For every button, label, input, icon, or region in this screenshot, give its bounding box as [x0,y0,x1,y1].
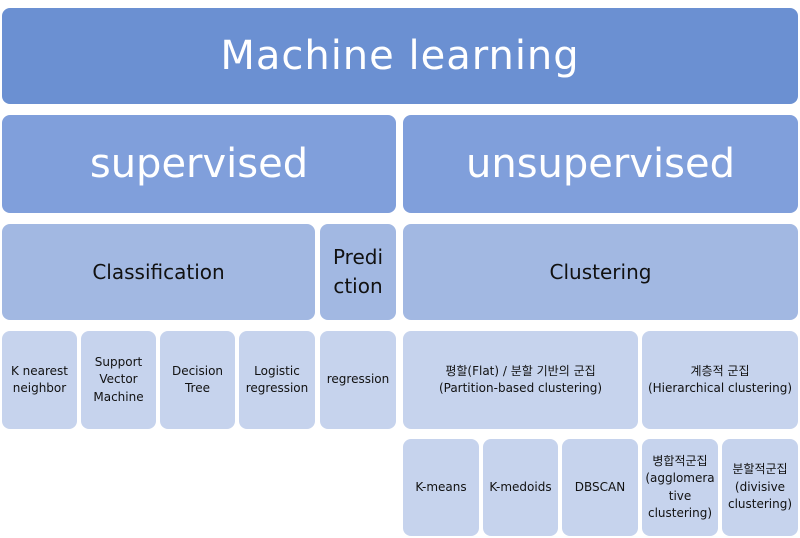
regression-node: regression [320,331,396,429]
clustering-node: Clustering [403,224,798,320]
decision-tree-node: Decision Tree [160,331,235,429]
kmeans-node: K-means [403,439,479,536]
flat-clustering-label: 평할(Flat) / 분할 기반의 군집 (Partition-based cl… [438,363,603,395]
agglomerative-clustering-node: 병합적군집 (agglomera tive clustering) [642,439,718,536]
knn-node: K nearest neighbor [2,331,77,429]
divisive-clustering-label: 분할적군집 (divisive clustering) [727,462,793,512]
regression-label: regression [326,372,390,387]
unsupervised-node: unsupervised [403,115,798,213]
kmeans-label: K-means [415,479,467,494]
hierarchical-clustering-label: 계층적 군집 (Hierarchical clustering) [647,363,793,395]
hierarchical-clustering-node: 계층적 군집 (Hierarchical clustering) [642,331,798,429]
knn-label: K nearest neighbor [10,363,69,395]
dbscan-label: DBSCAN [574,479,626,494]
divisive-clustering-node: 분할적군집 (divisive clustering) [722,439,798,536]
clustering-label: Clustering [549,259,652,284]
machine-learning-label: Machine learning [220,33,580,79]
prediction-label: Predi ction [332,245,384,298]
kmedoids-node: K-medoids [483,439,558,536]
kmedoids-label: K-medoids [489,479,552,494]
unsupervised-label: unsupervised [466,141,735,187]
agglomerative-clustering-label: 병합적군집 (agglomera tive clustering) [645,453,715,520]
svm-node: Support Vector Machine [81,331,156,429]
logistic-regression-label: Logistic regression [245,363,309,395]
dbscan-node: DBSCAN [562,439,638,536]
supervised-label: supervised [89,141,309,187]
supervised-node: supervised [2,115,396,213]
logistic-regression-node: Logistic regression [239,331,315,429]
svm-label: Support Vector Machine [93,354,144,404]
decision-tree-label: Decision Tree [171,363,224,395]
classification-node: Classification [2,224,315,320]
machine-learning-node: Machine learning [2,8,798,104]
classification-label: Classification [92,259,225,284]
flat-clustering-node: 평할(Flat) / 분할 기반의 군집 (Partition-based cl… [403,331,638,429]
prediction-node: Predi ction [320,224,396,320]
